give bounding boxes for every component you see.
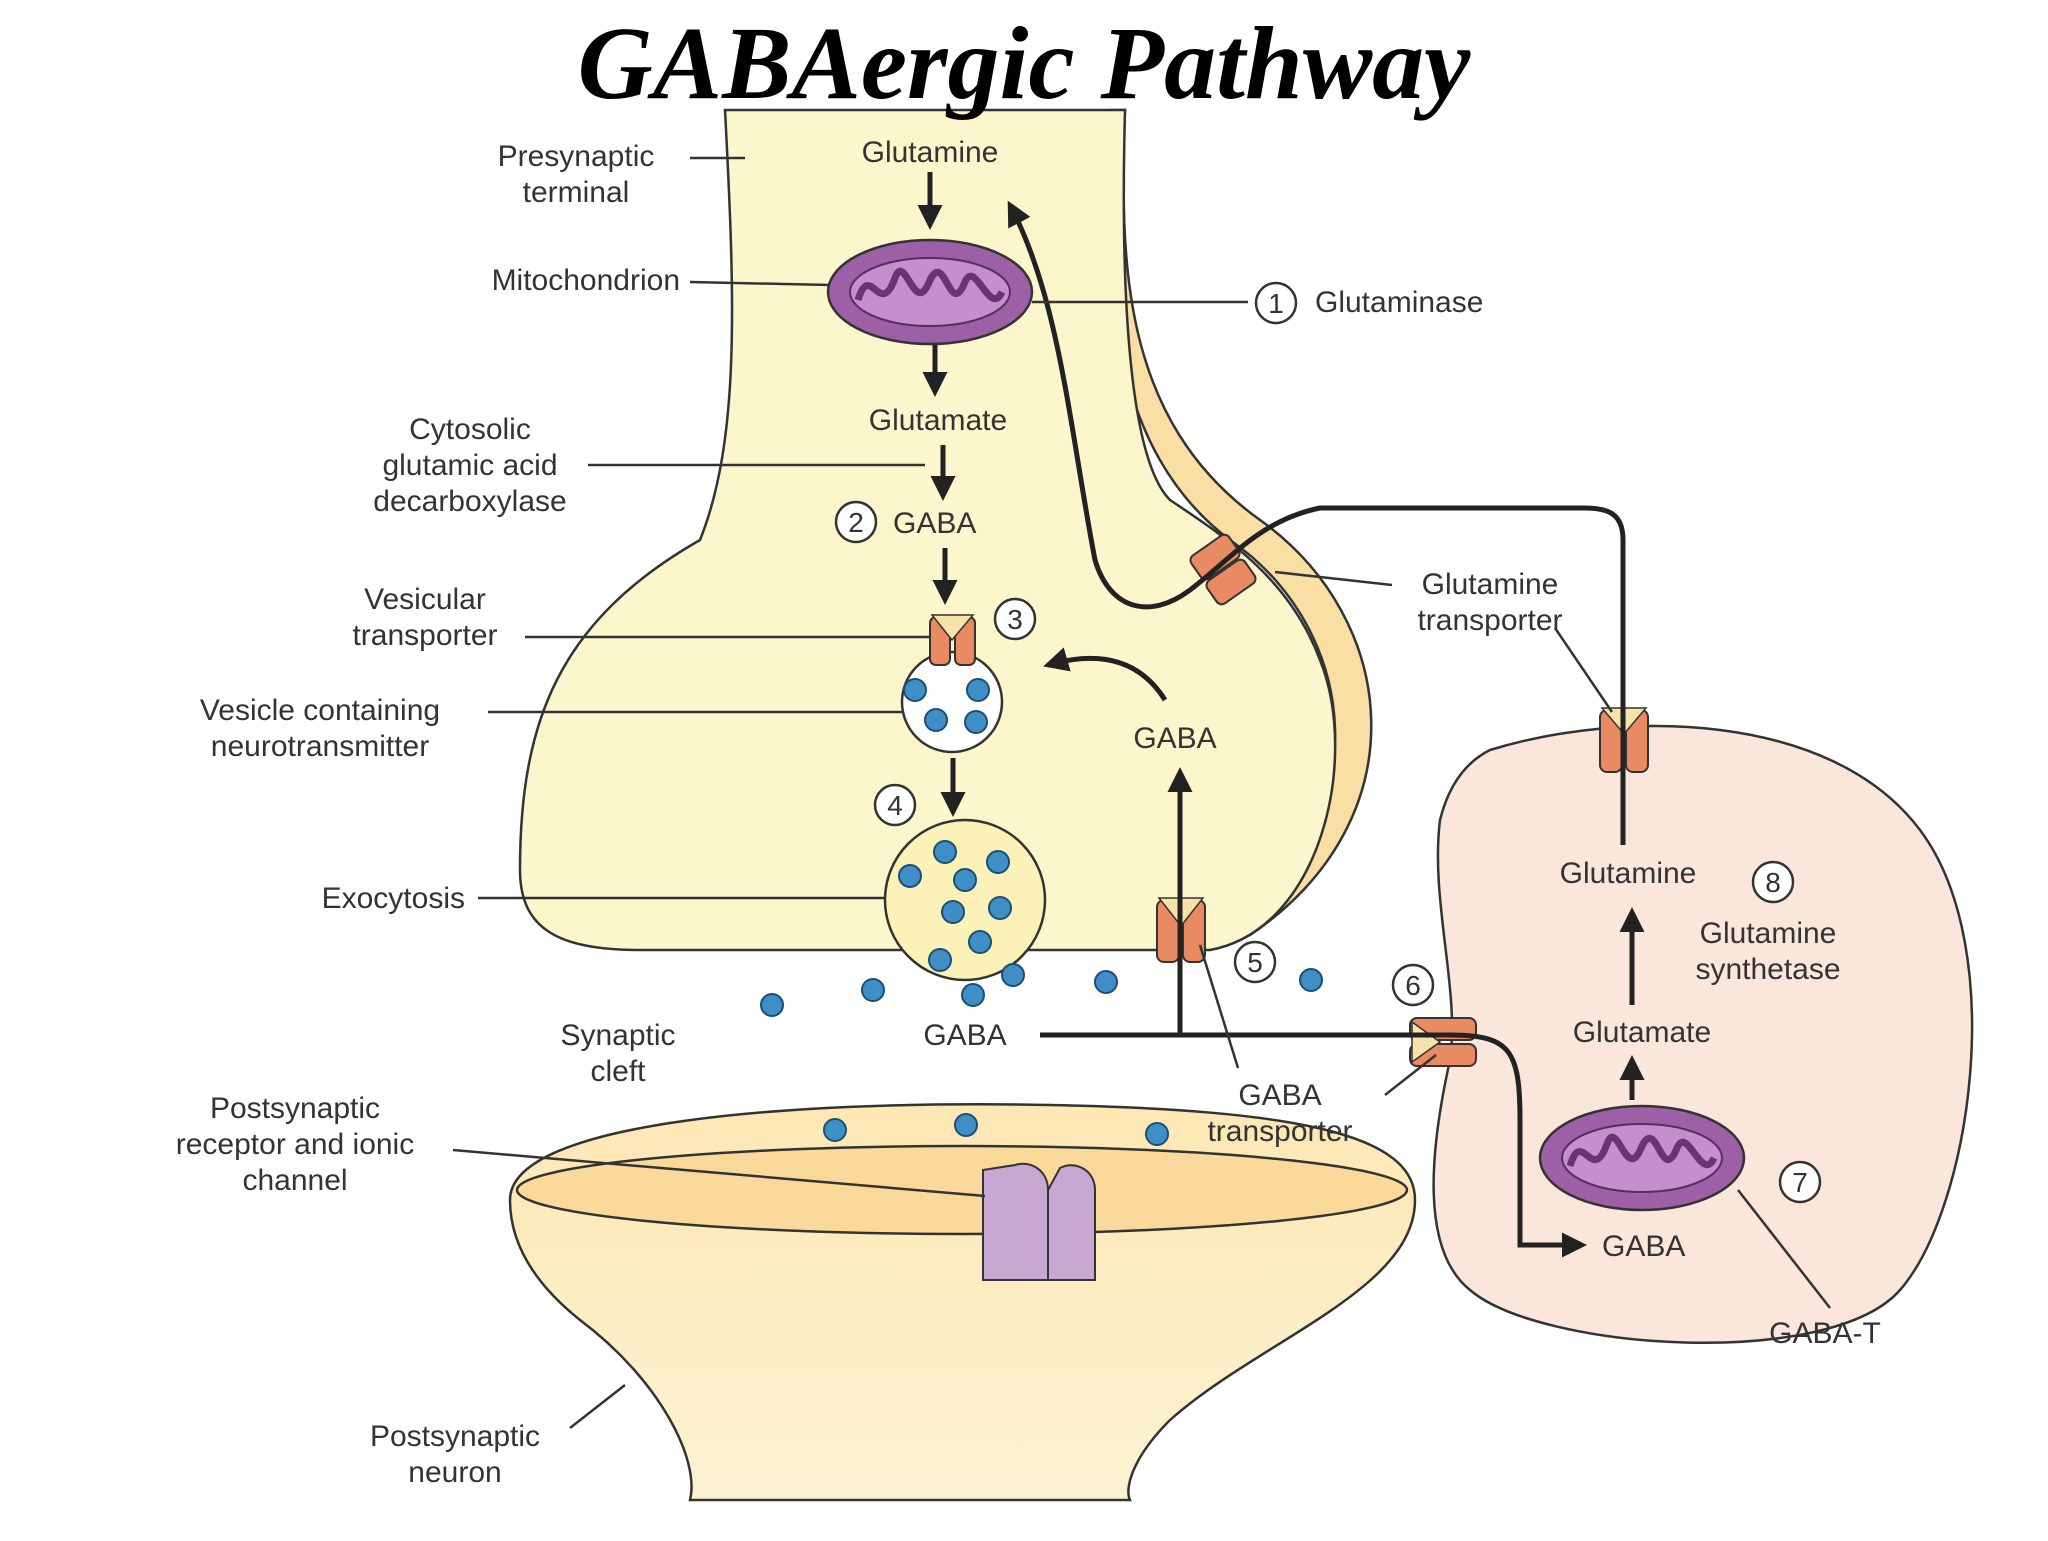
mitochondrion-glial xyxy=(1538,1104,1746,1212)
vesicle-exocytosis xyxy=(883,818,1047,982)
leader-lines xyxy=(452,156,1831,1429)
vesicular-transporter xyxy=(929,614,976,666)
gaba-transporter-glial xyxy=(1409,1017,1477,1067)
postsynaptic-membrane-top xyxy=(515,1144,1409,1236)
astrocyte-cell xyxy=(1432,724,1974,1344)
presynaptic-terminal xyxy=(518,108,1337,952)
postsynaptic-receptor xyxy=(982,1162,1096,1281)
glutamine-transporter-presynaptic xyxy=(1189,533,1257,606)
pathway-arrows xyxy=(917,172,1645,1258)
gaba-molecules xyxy=(760,678,1323,1146)
page-title: GABAergic Pathway xyxy=(577,6,1471,121)
mitochondrion-presynaptic xyxy=(826,238,1034,346)
vesicle-docking xyxy=(900,650,1004,754)
